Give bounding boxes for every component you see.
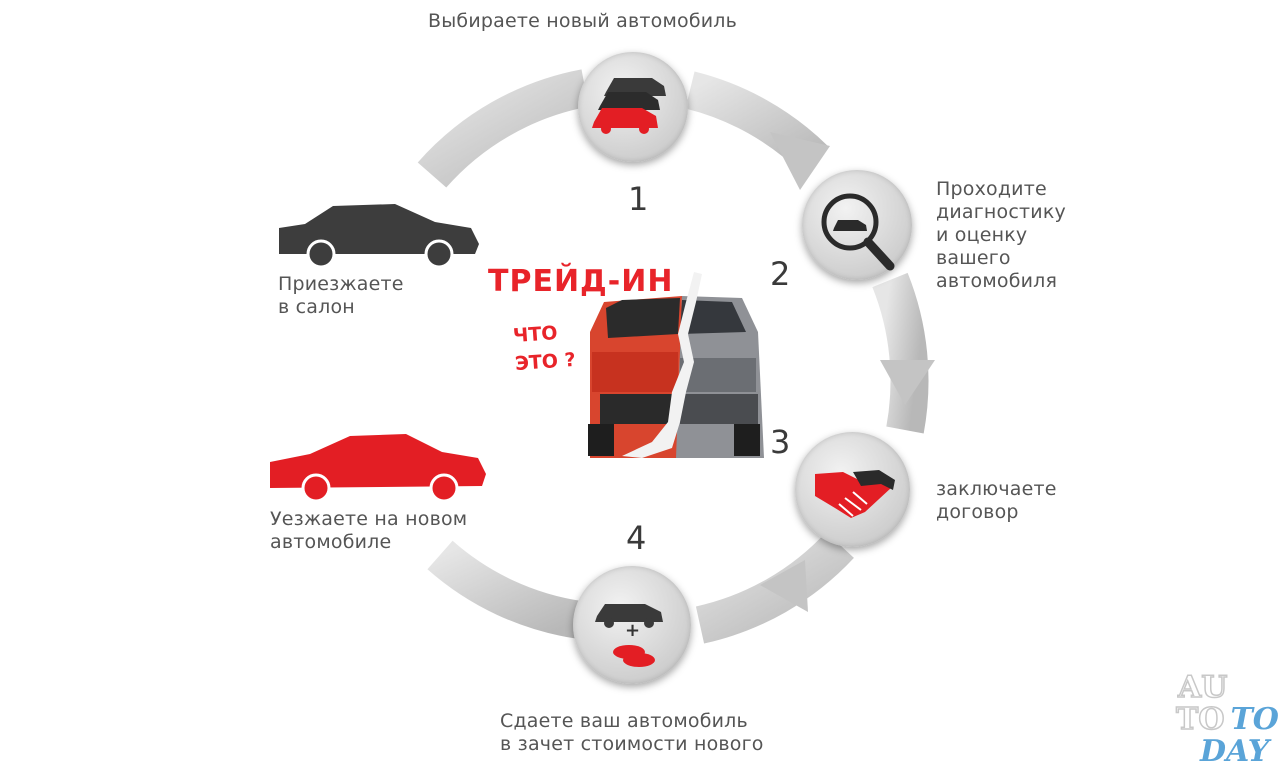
step-1-node	[578, 52, 688, 162]
step-4-number: 4	[626, 519, 647, 557]
ring-segment-top-left	[417, 69, 589, 188]
watermark-line2a: TO	[1175, 702, 1225, 737]
step-3-node	[795, 432, 910, 547]
center-title: ТРЕЙД-ИН	[488, 264, 674, 299]
red-sedan-icon	[270, 434, 486, 503]
watermark-line2b: TO	[1230, 702, 1279, 737]
plus-sign: +	[625, 620, 641, 641]
step-1-number: 1	[628, 180, 649, 218]
watermark-line1: AU	[1177, 670, 1228, 705]
cars-choice-icon	[592, 78, 666, 134]
center-subtitle: ЧТО ЭТО ?	[512, 322, 577, 376]
step-2-node	[802, 170, 912, 280]
arrow-head-1	[770, 132, 830, 190]
finish-label: Уезжаете на новом автомобиле	[270, 508, 468, 553]
ring-segment-bottom-right	[695, 531, 854, 644]
handshake-icon	[815, 470, 895, 518]
watermark-line3: DAY	[1200, 734, 1270, 769]
suv-photo-icon	[588, 272, 764, 458]
dark-sedan-icon	[279, 204, 479, 269]
step-3-number: 3	[770, 423, 791, 461]
step-3-label: заключаете договор	[936, 478, 1057, 523]
step-1-label: Выбираете новый автомобиль	[428, 10, 738, 32]
arrow-head-2	[880, 360, 935, 405]
step-2-number: 2	[770, 255, 791, 293]
step-4-node: +	[573, 566, 691, 684]
step-2-label: Проходите диагностику и оценку вашего ав…	[936, 178, 1066, 292]
car-plus-money-icon	[595, 604, 663, 667]
step-4-label: Сдаете ваш автомобиль в зачет стоимости …	[500, 710, 764, 755]
magnifier-car-icon	[821, 193, 895, 271]
ring-segment-right	[872, 272, 929, 434]
ring-segment-bottom-left	[427, 540, 584, 639]
arrow-head-3	[760, 560, 808, 612]
start-label: Приезжаете в салон	[278, 273, 404, 318]
